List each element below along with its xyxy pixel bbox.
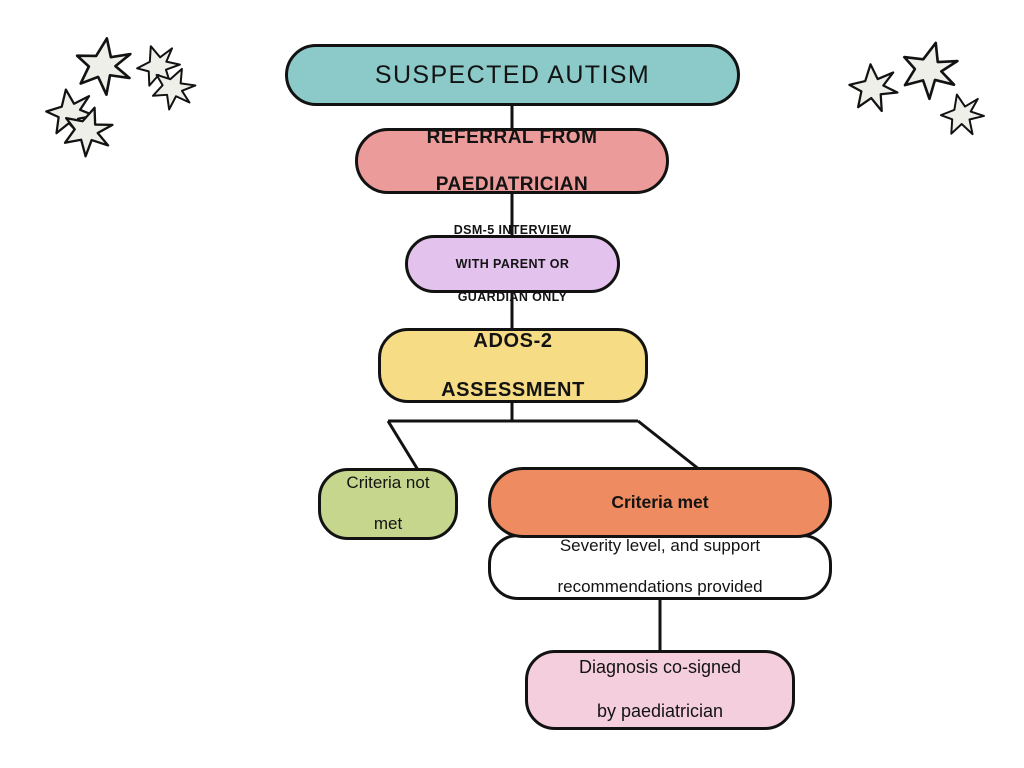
- node-ados2-text: ADOS-2 ASSESSMENT: [391, 329, 635, 402]
- star-icon: [894, 35, 965, 106]
- node-diagnosis-line2: by paediatrician: [596, 700, 724, 721]
- node-ados2-line2: ASSESSMENT: [441, 378, 585, 401]
- node-criteria-not-met-line2: met: [373, 514, 403, 534]
- node-criteria-met-label: Criteria met: [611, 491, 709, 512]
- node-severity-line1: Severity level, and support: [559, 535, 761, 555]
- node-ados2-line1: ADOS-2: [473, 329, 553, 352]
- node-referral-from-paediatrician[interactable]: REFERRAL FROM PAEDIATRICIAN: [355, 126, 669, 196]
- node-diagnosis-line1: Diagnosis co-signed: [578, 657, 742, 678]
- node-dsm5-line3: GUARDIAN ONLY: [457, 290, 568, 305]
- node-dsm5-interview[interactable]: DSM-5 INTERVIEW WITH PARENT OR GUARDIAN …: [405, 223, 620, 304]
- node-dsm5-line2: WITH PARENT OR: [455, 256, 570, 271]
- node-criteria-not-met[interactable]: Criteria not met: [318, 468, 458, 540]
- node-suspected-autism-label: SUSPECTED AUTISM: [374, 60, 651, 89]
- star-icon: [41, 84, 99, 142]
- node-diagnosis-cosigned[interactable]: Diagnosis co-signed by paediatrician: [525, 650, 795, 730]
- node-referral-line1: REFERRAL FROM: [426, 127, 598, 149]
- star-icon: [144, 59, 203, 118]
- star-icon: [71, 33, 136, 99]
- star-icon: [936, 88, 989, 142]
- node-diagnosis-text: Diagnosis co-signed by paediatrician: [538, 657, 782, 723]
- star-icon: [846, 60, 901, 116]
- node-dsm5-line1: DSM-5 INTERVIEW: [453, 222, 572, 237]
- node-severity-text: Severity level, and support recommendati…: [501, 536, 819, 598]
- connector-branch-to-not-met: [386, 420, 420, 471]
- node-criteria-not-met-line1: Criteria not: [346, 472, 430, 492]
- node-severity-recommendations[interactable]: Severity level, and support recommendati…: [488, 534, 832, 600]
- node-criteria-met[interactable]: Criteria met: [488, 467, 832, 538]
- node-criteria-not-met-text: Criteria not met: [331, 473, 445, 535]
- node-severity-line2: recommendations provided: [557, 577, 763, 597]
- node-referral-line2: PAEDIATRICIAN: [435, 173, 589, 195]
- node-ados2-assessment[interactable]: ADOS-2 ASSESSMENT: [378, 328, 648, 403]
- node-referral-text: REFERRAL FROM PAEDIATRICIAN: [368, 126, 656, 196]
- star-icon: [55, 99, 119, 163]
- star-icon: [130, 37, 187, 94]
- node-suspected-autism[interactable]: SUSPECTED AUTISM: [285, 44, 740, 106]
- node-dsm5-text: DSM-5 INTERVIEW WITH PARENT OR GUARDIAN …: [418, 222, 607, 306]
- connector-branch-to-met: [637, 419, 701, 472]
